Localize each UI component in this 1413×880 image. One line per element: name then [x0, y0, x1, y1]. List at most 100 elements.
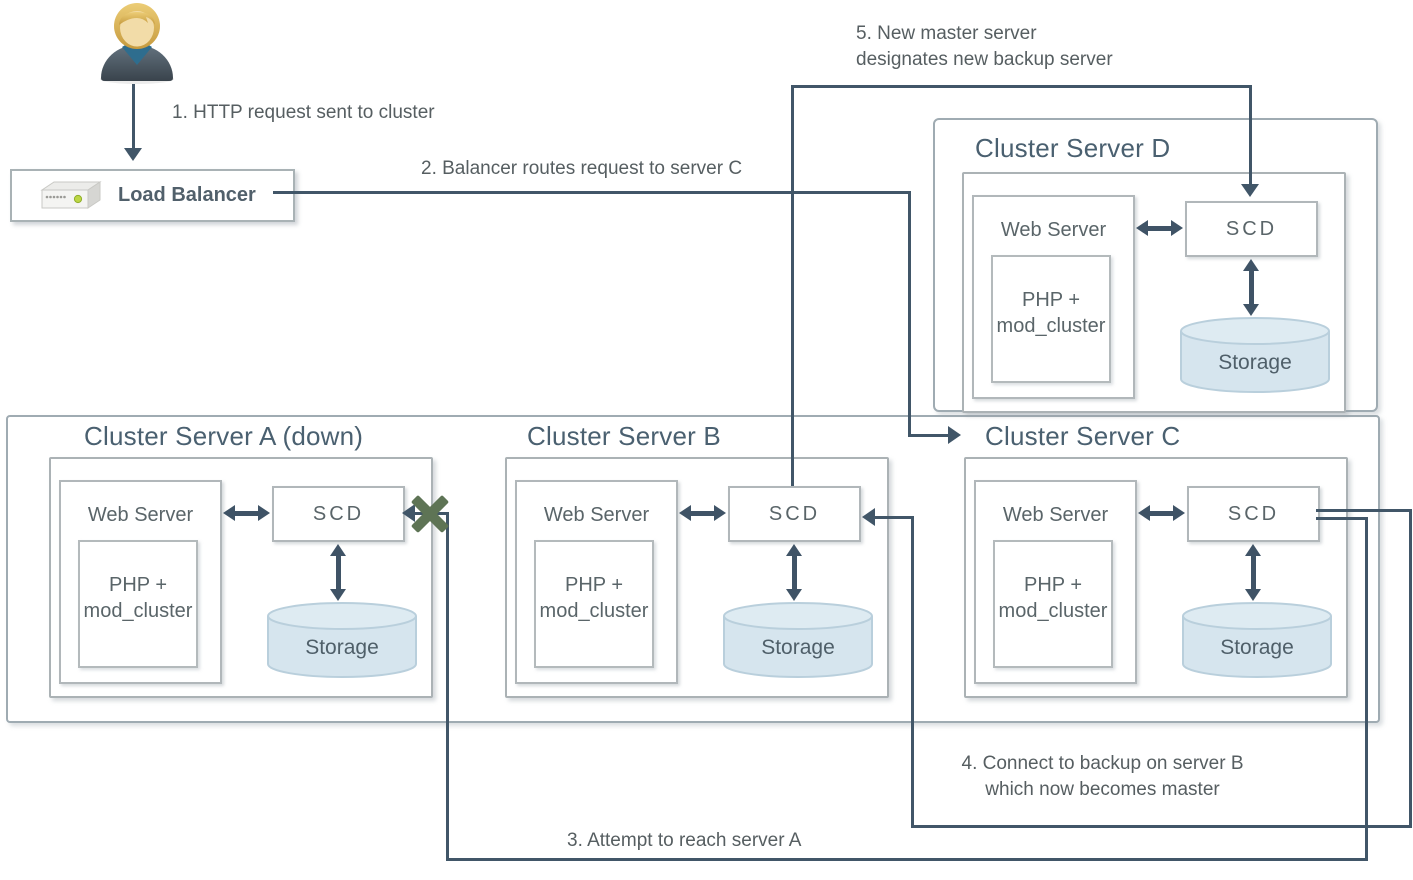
storage-cylinder: Storage [1180, 600, 1334, 682]
database-cylinder-icon [1180, 317, 1330, 393]
arrowhead-down-icon [330, 589, 346, 601]
annotation-step5-line2: designates new backup server [856, 49, 1113, 70]
flow2-segment-h2 [908, 434, 950, 437]
arrowhead-right-icon [258, 505, 270, 521]
arrowhead-down-icon [1241, 184, 1259, 197]
arrowhead-up-icon [330, 544, 346, 556]
php-label-line1: PHP + [1022, 289, 1080, 311]
web-server-box: Web Server PHP + mod_cluster [972, 195, 1135, 399]
flow5-segment-h [791, 85, 1252, 88]
cluster-server-d-title: Cluster Server D [975, 133, 1171, 163]
scd-storage-arrow [330, 544, 346, 601]
flow3-segment-v1 [1365, 517, 1368, 861]
scd-box: SCD [1187, 486, 1320, 542]
webserver-scd-arrow [223, 505, 270, 521]
annotation-step2: 2. Balancer routes request to server C [421, 158, 743, 179]
web-server-label: Web Server [543, 504, 650, 526]
arrowhead-down-icon [786, 589, 802, 601]
flow2-segment-h1 [273, 191, 911, 194]
php-label-line2: mod_cluster [83, 600, 193, 622]
arrow-user-to-balancer [132, 84, 135, 150]
arrowhead-up-icon [1245, 544, 1261, 556]
network-appliance-icon [40, 180, 102, 209]
storage-cylinder: Storage [721, 600, 875, 682]
arrowhead-up-icon [786, 544, 802, 556]
load-balancer-label: Load Balancer [118, 184, 256, 206]
web-server-box: Web Server PHP + mod_cluster [974, 480, 1137, 684]
failure-x-icon [410, 494, 450, 534]
arrowhead-right-icon [948, 426, 961, 444]
arrowhead-right-icon [1173, 505, 1185, 521]
annotation-step1: 1. HTTP request sent to cluster [172, 102, 435, 123]
arrowhead-down-icon [124, 148, 142, 161]
annotation-step4-line1: 4. Connect to backup on server B [961, 753, 1244, 774]
database-cylinder-icon [267, 602, 417, 678]
scd-storage-arrow [1243, 259, 1259, 316]
php-label-line1: PHP + [1024, 574, 1082, 596]
scd-storage-arrow [786, 544, 802, 601]
arrowhead-left-icon [1136, 220, 1148, 236]
cluster-server-c-title: Cluster Server C [985, 421, 1181, 451]
php-label-line2: mod_cluster [539, 600, 649, 622]
webserver-scd-arrow [1136, 220, 1183, 236]
web-server-label: Web Server [1000, 219, 1107, 241]
php-label-line2: mod_cluster [996, 315, 1106, 337]
annotation-step3: 3. Attempt to reach server A [567, 830, 802, 851]
php-mod-cluster-box: PHP + mod_cluster [534, 540, 654, 668]
scd-storage-arrow [1245, 544, 1261, 601]
cluster-server-a-title: Cluster Server A (down) [84, 421, 364, 451]
load-balancer-node: Load Balancer [10, 169, 295, 222]
php-label-line1: PHP + [109, 574, 167, 596]
arrowhead-down-icon [1245, 589, 1261, 601]
cluster-server-b-title: Cluster Server B [527, 421, 721, 451]
annotation-step5: 5. New master server designates new back… [856, 21, 1113, 73]
scd-box: SCD [1185, 201, 1318, 257]
web-server-box: Web Server PHP + mod_cluster [59, 480, 222, 684]
scd-box: SCD [272, 486, 405, 542]
php-label-line1: PHP + [565, 574, 623, 596]
flow4-segment-h1 [1316, 509, 1412, 512]
arrowhead-up-icon [1243, 259, 1259, 271]
storage-label: Storage [761, 636, 835, 659]
scd-box: SCD [728, 486, 861, 542]
arrowhead-left-icon [1138, 505, 1150, 521]
cluster-server-a: Web Server PHP + mod_cluster SCD Storage [49, 457, 433, 698]
flow3-segment-v2 [446, 512, 449, 861]
storage-label: Storage [305, 636, 379, 659]
flow4-segment-v2 [911, 516, 914, 828]
arrowhead-left-icon [679, 505, 691, 521]
web-server-label: Web Server [87, 504, 194, 526]
php-mod-cluster-box: PHP + mod_cluster [78, 540, 198, 668]
database-cylinder-icon [723, 602, 873, 678]
arrowhead-down-icon [1243, 304, 1259, 316]
arrowhead-right-icon [1171, 220, 1183, 236]
webserver-scd-arrow [1138, 505, 1185, 521]
storage-cylinder: Storage [265, 600, 419, 682]
storage-cylinder: Storage [1178, 315, 1332, 397]
php-label-line2: mod_cluster [998, 600, 1108, 622]
flow2-segment-v [908, 191, 911, 437]
flow5-segment-v1 [791, 85, 794, 486]
arrowhead-right-icon [714, 505, 726, 521]
webserver-scd-arrow [679, 505, 726, 521]
flow5-segment-v2 [1249, 85, 1252, 186]
storage-label: Storage [1218, 351, 1292, 374]
flow3-segment-h1 [1316, 517, 1368, 520]
user-icon [93, 0, 181, 89]
arrowhead-left-icon [862, 508, 875, 526]
php-mod-cluster-box: PHP + mod_cluster [991, 255, 1111, 383]
flow4-segment-h3 [875, 516, 913, 519]
storage-label: Storage [1220, 636, 1294, 659]
flow4-segment-v1 [1409, 509, 1412, 828]
cluster-server-b: Web Server PHP + mod_cluster SCD Storage [505, 457, 889, 698]
arrowhead-left-icon [402, 504, 415, 522]
annotation-step4: 4. Connect to backup on server B which n… [930, 751, 1275, 803]
cluster-server-c: Web Server PHP + mod_cluster SCD Storage [964, 457, 1348, 698]
arrowhead-left-icon [223, 505, 235, 521]
web-server-box: Web Server PHP + mod_cluster [515, 480, 678, 684]
annotation-step4-line2: which now becomes master [985, 779, 1220, 800]
annotation-step5-line1: 5. New master server [856, 23, 1037, 44]
cluster-server-d: Web Server PHP + mod_cluster SCD Storage [962, 172, 1346, 413]
flow4-segment-h2 [911, 825, 1412, 828]
web-server-label: Web Server [1002, 504, 1109, 526]
